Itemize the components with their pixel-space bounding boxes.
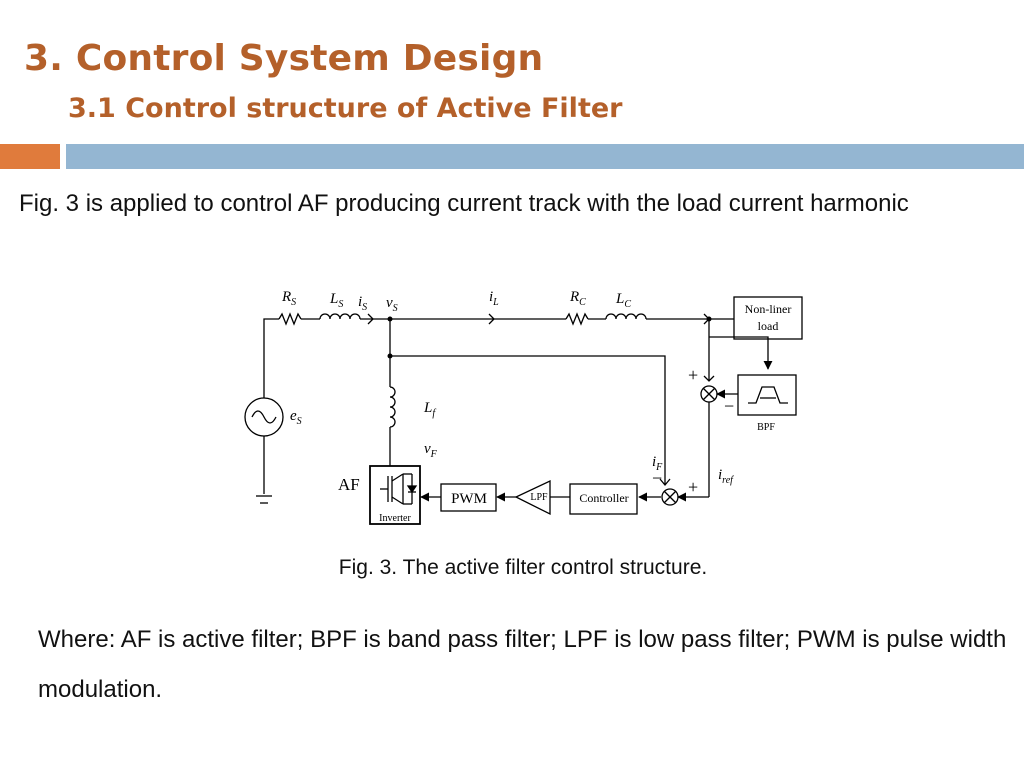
sum-junction-2 bbox=[661, 488, 679, 506]
iref-label: i bbox=[718, 467, 722, 483]
lc-inductor bbox=[605, 313, 647, 320]
rc-resistor bbox=[565, 312, 589, 326]
svg-text:iL: iL bbox=[489, 289, 499, 308]
slide-subtitle: 3.1 Control structure of Active Filter bbox=[68, 93, 623, 124]
af-label: AF bbox=[338, 475, 360, 494]
svg-text:iS: iS bbox=[358, 294, 367, 313]
vs-label: v bbox=[386, 295, 393, 311]
svg-text:Lf: Lf bbox=[423, 400, 436, 419]
svg-text:RC: RC bbox=[569, 289, 586, 308]
svg-text:LS: LS bbox=[329, 291, 343, 310]
svg-text:iref: iref bbox=[718, 467, 734, 486]
vf-label: v bbox=[424, 441, 431, 457]
figure-caption: Fig. 3. The active filter control struct… bbox=[338, 556, 708, 579]
lf-label: L bbox=[423, 400, 432, 416]
lpf-triangle bbox=[514, 479, 551, 516]
sum-junction-1 bbox=[700, 385, 718, 403]
control-structure-diagram: RS LS iS vS iL RC LC eS Lf vF iF iref AF… bbox=[244, 289, 803, 525]
pwm-box bbox=[440, 483, 497, 512]
load-label-line2: load bbox=[758, 319, 779, 333]
source-wire bbox=[263, 318, 279, 398]
svg-text:vS: vS bbox=[386, 295, 398, 314]
sum2-plus-sign: + bbox=[688, 477, 698, 497]
intro-paragraph: Fig. 3 is applied to control AF producin… bbox=[19, 190, 909, 217]
is-label: i bbox=[358, 294, 362, 310]
il-label: i bbox=[489, 289, 493, 305]
accent-bar-blue bbox=[66, 144, 1024, 169]
svg-text:RS: RS bbox=[281, 289, 296, 308]
load-label-line1: Non-liner bbox=[745, 302, 792, 316]
ls-label: L bbox=[329, 291, 338, 307]
rs-resistor bbox=[278, 312, 302, 326]
inverter-box bbox=[369, 465, 421, 525]
svg-text:iF: iF bbox=[652, 454, 663, 473]
load-box bbox=[733, 296, 803, 340]
bpf-label: BPF bbox=[757, 422, 775, 433]
lf-inductor bbox=[389, 386, 396, 428]
svg-text:eS: eS bbox=[290, 408, 302, 427]
sum1-plus-sign: + bbox=[688, 365, 698, 385]
controller-box bbox=[569, 483, 638, 515]
rc-label: R bbox=[569, 289, 579, 305]
es-label: e bbox=[290, 408, 297, 424]
inverter-label: Inverter bbox=[379, 513, 411, 524]
controller-label: Controller bbox=[579, 491, 628, 505]
svg-text:LC: LC bbox=[615, 291, 631, 310]
lpf-label: LPF bbox=[530, 492, 548, 503]
sum1-minus-sign: − bbox=[724, 396, 734, 416]
pwm-label: PWM bbox=[451, 491, 487, 507]
lc-label: L bbox=[615, 291, 624, 307]
svg-text:vF: vF bbox=[424, 441, 438, 460]
slide-title: 3. Control System Design bbox=[24, 38, 544, 79]
ls-inductor bbox=[319, 313, 361, 320]
rs-label: R bbox=[281, 289, 291, 305]
accent-bar-orange bbox=[0, 144, 60, 169]
if-label: i bbox=[652, 454, 656, 470]
bpf-box bbox=[737, 374, 797, 416]
abbreviation-note: Where: AF is active filter; BPF is band … bbox=[38, 626, 1007, 703]
sum2-minus-sign: − bbox=[652, 468, 662, 488]
